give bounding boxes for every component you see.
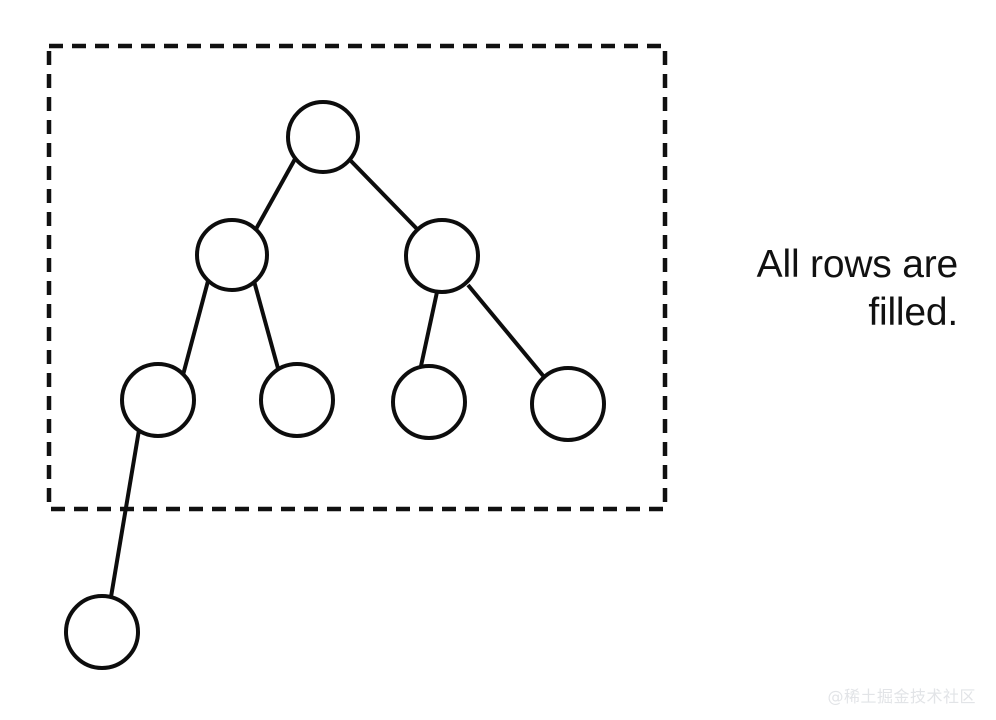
tree-node-l2b [259, 362, 335, 438]
tree-node-group [64, 100, 606, 670]
tree-edge-l2a-l3a [109, 429, 141, 598]
tree-node-root [286, 100, 360, 174]
caption-line-1: All rows are [757, 243, 958, 286]
tree-edge-root-l1 [254, 158, 297, 230]
tree-edge-l1-l2a [181, 280, 210, 376]
tree-edge-root-r1 [348, 158, 421, 233]
tree-edge-r1-r2b [466, 283, 547, 380]
watermark-label: @稀土掘金技术社区 [827, 687, 976, 706]
tree-edge-l1-l2b [252, 280, 281, 373]
tree-node-l1 [195, 218, 269, 292]
tree-node-l3a [64, 594, 140, 670]
tree-node-r2b [530, 366, 606, 442]
tree-edge-r1-r2a [419, 291, 439, 367]
tree-node-l2a [120, 362, 196, 438]
caption-line-2: filled. [868, 291, 958, 334]
tree-node-r1 [404, 218, 480, 294]
tree-node-r2a [391, 364, 467, 440]
tree-edge-group [109, 158, 547, 598]
filled-rows-dashed-boundary [46, 43, 668, 512]
